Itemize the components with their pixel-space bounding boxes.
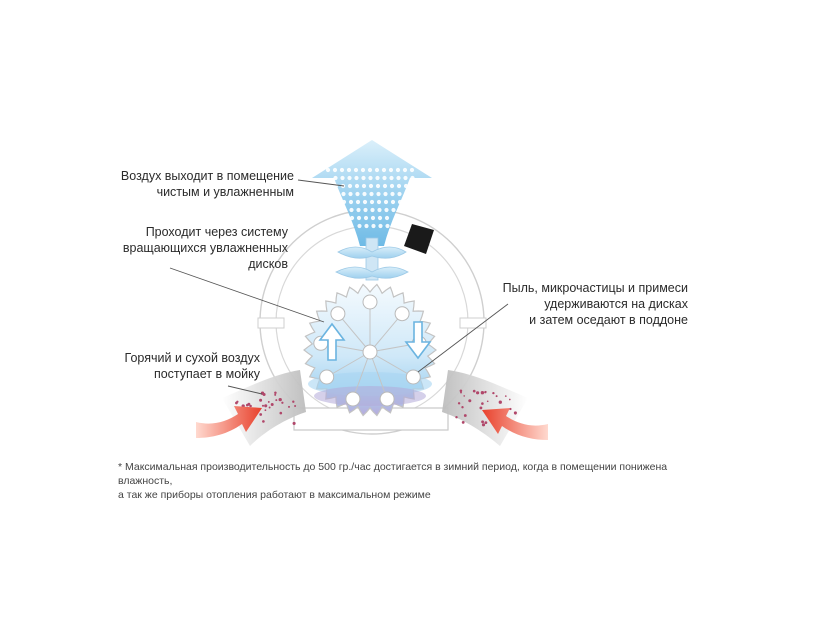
disc-node <box>330 306 346 322</box>
rotation-arrow-down <box>404 321 432 360</box>
disc-spoke <box>369 313 403 353</box>
fan-impeller <box>335 237 409 281</box>
disc-spoke <box>326 351 371 378</box>
label-passes-discs: Проходит через систему вращающихся увлаж… <box>122 225 288 271</box>
rotating-disc-drum <box>303 283 437 417</box>
label-dust-held: Пыль, микрочастицы и примеси удерживаютс… <box>502 281 688 327</box>
leader-lines <box>169 179 509 395</box>
hot-air-arrow-left <box>196 406 262 438</box>
disc-spoke <box>369 351 414 378</box>
disc-node <box>405 369 421 385</box>
footnote: * Максимальная производительность до 500… <box>118 461 668 501</box>
water-tray <box>293 407 449 431</box>
right-air-intake-funnel <box>442 370 528 446</box>
hot-air-arrow-right <box>482 408 548 440</box>
disc-node <box>394 306 410 322</box>
moisture-droplets <box>325 167 415 229</box>
disc-node <box>345 391 361 407</box>
label-hot-dry-air: Горячий и сухой воздух поступает в мойку <box>124 351 260 381</box>
disc-spoke <box>352 351 371 400</box>
disc-node <box>362 294 378 310</box>
disc-spoke <box>369 351 388 400</box>
left-air-intake-funnel <box>222 370 306 446</box>
label-air-out: Воздух выходит в помещение чистым и увла… <box>120 169 294 199</box>
rotation-arrow-up <box>318 322 346 361</box>
disc-spoke <box>337 313 371 353</box>
disc-node <box>379 391 395 407</box>
disc-node <box>319 369 335 385</box>
control-knob <box>404 224 434 254</box>
